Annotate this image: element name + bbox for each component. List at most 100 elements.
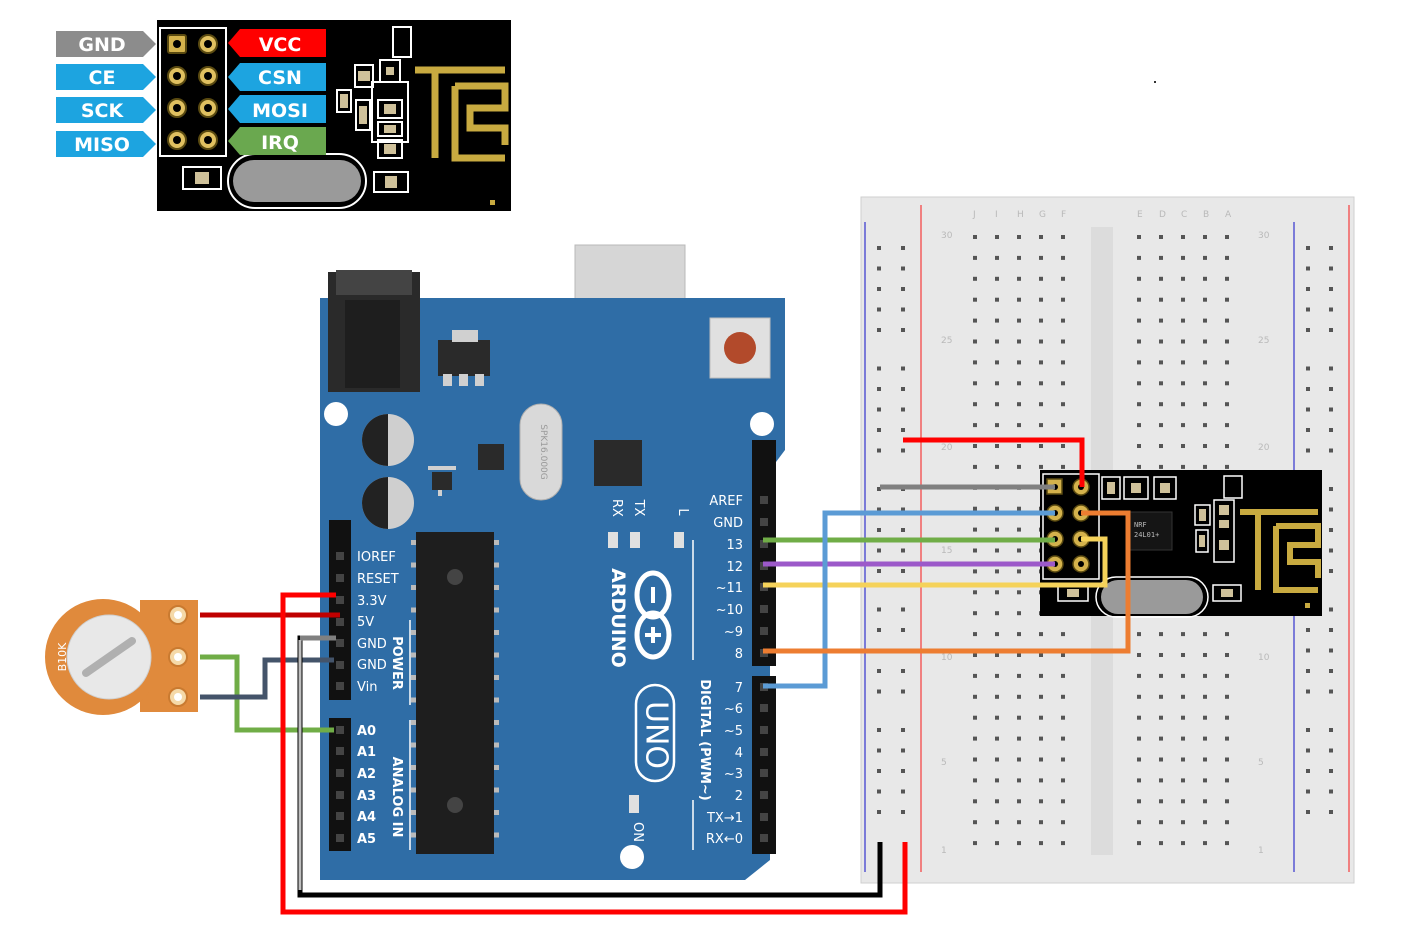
breadboard-hole [1225,694,1229,699]
breadboard-hole [1017,569,1021,574]
rail-hole [877,669,881,673]
rail-hole [1306,287,1310,291]
breadboard-hole [1137,736,1141,741]
rail-hole [1306,448,1310,453]
breadboard-hole [1203,276,1207,281]
atmega-pin [411,675,416,680]
breadboard-hole [973,423,977,428]
analog-header-hole [336,834,344,842]
rail-hole [1329,307,1333,312]
rail-hole [901,569,905,573]
rail-hole [877,507,881,512]
breadboard-hole [1039,653,1043,657]
svg-text:GND: GND [713,516,743,531]
breadboard-hole [1061,820,1065,825]
svg-text:3.3V: 3.3V [357,594,387,609]
rail-hole [1329,669,1333,673]
breadboard-hole [1159,694,1163,699]
breadboard-hole [995,841,999,846]
breadboard-hole [1181,297,1185,302]
breadboard-hole [1159,339,1163,344]
atmega-pin [494,652,499,658]
arduino-uno-board: SPK16.000G RX TX L ON ARDUINO [320,244,785,880]
breadboard-hole [1181,402,1185,407]
rail-hole [1306,769,1310,773]
power-header-hole [336,618,344,626]
breadboard-hole [1159,778,1163,783]
svg-text:13: 13 [726,538,743,553]
svg-text:A5: A5 [357,832,376,847]
atmega-pin [411,742,416,748]
rail-hole [901,407,905,412]
svg-text:5V: 5V [357,615,374,630]
pin-label-csn: CSN [228,63,326,91]
breadboard-hole [1137,694,1141,699]
breadboard-hole [1137,255,1141,260]
breadboard-hole [1203,673,1207,678]
breadboard-hole [973,318,977,323]
breadboard-hole [1137,381,1141,386]
breadboard-hole [1137,339,1141,344]
breadboard-hole [1061,715,1065,720]
breadboard-hole [1137,778,1141,783]
breadboard-hole [995,673,999,678]
svg-text:MISO: MISO [74,134,130,156]
breadboard-hole [1137,318,1141,323]
breadboard-hole [1017,339,1021,344]
power-pin-labels: IOREF RESET 3.3V 5V GND GND Vin [357,550,399,695]
breadboard-hole [1017,820,1021,825]
breadboard-hole [995,360,999,365]
breadboard-hole [1203,841,1207,846]
rail-hole [877,607,881,612]
svg-text:25: 25 [1258,336,1269,346]
breadboard-hole [1017,590,1021,595]
rail-hole [877,769,881,773]
svg-text:B10K: B10K [56,642,69,672]
rail-hole [877,548,881,553]
svg-text:F: F [1061,210,1066,220]
wires [200,437,1131,915]
rail-hole [877,287,881,291]
svg-text:SPK16.000G: SPK16.000G [538,424,548,480]
breadboard-hole [1137,464,1141,469]
digital-header-hole [760,496,768,504]
breadboard-hole [1039,297,1043,302]
breadboard-hole [1181,736,1185,741]
breadboard-hole [1039,423,1043,428]
rail-hole [901,748,905,753]
breadboard-hole [1017,778,1021,783]
nrf24l01-pinout-card: GND CE SCK MISO VCC CSN MOSI IRQ [56,20,511,211]
breadboard-hole [995,611,999,616]
breadboard-hole [973,673,977,678]
breadboard-hole [1159,820,1163,825]
svg-text:D: D [1159,210,1166,220]
svg-text:ANALOG IN: ANALOG IN [389,757,404,838]
breadboard-hole [1061,778,1065,783]
breadboard-hole [995,423,999,428]
svg-text:G: G [1039,210,1046,220]
svg-text:A4: A4 [357,810,376,825]
breadboard-hole [1181,673,1185,678]
breadboard-hole [1159,673,1163,678]
breadboard-hole [973,339,977,344]
rail-hole [877,387,881,391]
breadboard-hole [1061,757,1065,762]
rail-hole [1329,448,1333,453]
rail-hole [901,287,905,291]
analog-pin-labels: A0 A1 A2 A3 A4 A5 [357,724,376,847]
breadboard-hole [1017,297,1021,302]
rail-hole [1329,748,1333,753]
breadboard-hole [973,506,977,511]
breadboard-hole [1137,444,1141,448]
analog-header-hole [336,726,344,734]
rail-hole [877,569,881,573]
rail-hole [1329,648,1333,653]
svg-text:VCC: VCC [259,34,302,56]
breadboard-hole [1203,339,1207,344]
svg-text:DIGITAL (PWM~): DIGITAL (PWM~) [697,679,712,800]
rail-hole [901,366,905,371]
breadboard-hole [1039,632,1043,637]
pin-label-mosi: MOSI [228,95,326,123]
breadboard-hole [1137,757,1141,762]
breadboard-hole [1181,423,1185,428]
